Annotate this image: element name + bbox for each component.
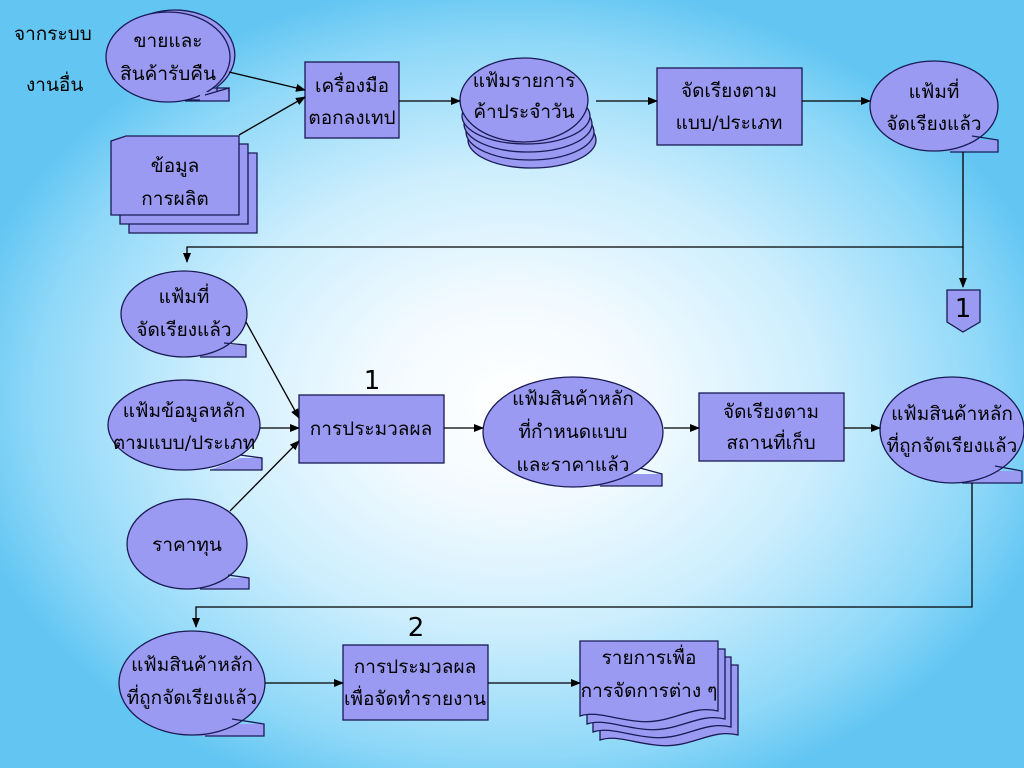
master-priced-tape: แฟ้มสินค้าหลัก ที่กำหนดแบบ และราคาแล้ว xyxy=(482,376,664,488)
sort-by-location-line2: สถานที่เก็บ xyxy=(726,429,815,454)
master-priced-line2: ที่กำหนดแบบ xyxy=(519,418,628,443)
master-sorted-tape-row2: แฟ้มสินค้าหลัก ที่ถูกจัดเรียงแล้ว xyxy=(879,376,1024,484)
master-priced-line3: และราคาแล้ว xyxy=(517,454,630,476)
sales-returns-line2: สินค้ารับคืน xyxy=(120,63,216,85)
daily-items-disk-stack: แฟ้มรายการ ค้าประจำวัน xyxy=(459,57,597,169)
sort-by-location-line1: จัดเรียงตาม xyxy=(723,401,819,423)
reports-documents: รายการเพื่อ การจัดการต่าง ๆ xyxy=(579,640,739,747)
sort-by-location-box: จัดเรียงตาม สถานที่เก็บ xyxy=(698,392,845,462)
production-data-documents: ข้อมูล การผลิต xyxy=(110,135,258,234)
master-sorted-r3-line2: ที่ถูกจัดเรียงแล้ว xyxy=(127,684,258,709)
arrow-sales-to-tape xyxy=(228,71,306,92)
master-by-type-line1: แฟ้มข้อมูลหลัก xyxy=(123,400,245,422)
arrow-cost-to-processing xyxy=(229,440,300,512)
offpage-connector: 1 xyxy=(946,289,981,333)
offpage-connector-label: 1 xyxy=(955,294,972,324)
sales-returns-tape: ขายและ สินค้ารับคืน xyxy=(105,9,236,103)
master-priced-line1: แฟ้มสินค้าหลัก xyxy=(512,388,634,410)
sorted-file-r1-line2: จัดเรียงแล้ว xyxy=(886,113,981,135)
tape-device-line1: เครื่องมือ xyxy=(315,72,389,97)
processing-line1: การประมวลผล xyxy=(310,418,432,440)
cost-price-line1: ราคาทุน xyxy=(152,534,222,557)
connector-row1-to-row2 xyxy=(183,152,964,263)
master-sorted-r2-line1: แฟ้มสินค้าหลัก xyxy=(891,403,1013,425)
sales-returns-line1: ขายและ xyxy=(134,30,203,52)
daily-items-line2: ค้าประจำวัน xyxy=(473,101,574,123)
arrow-production-to-tape xyxy=(238,96,306,136)
connector-row2-to-row3 xyxy=(192,483,973,628)
sorted-file-r2-line2: จัดเรียงแล้ว xyxy=(136,319,231,341)
sorted-file-r2-line1: แฟ้มที่ xyxy=(159,283,210,308)
step-number-2: 2 xyxy=(408,613,425,643)
daily-items-line1: แฟ้มรายการ xyxy=(473,70,576,92)
reports-line2: การจัดการต่าง ๆ xyxy=(581,680,718,702)
sort-by-type-box: จัดเรียงตาม แบบ/ประเภท xyxy=(656,67,803,146)
sorted-file-tape-row1: แฟ้มที่ จัดเรียงแล้ว xyxy=(869,60,999,153)
report-processing-line2: เพื่อจัดทำรายงาน xyxy=(344,685,486,710)
tape-device-box: เครื่องมือ ตอกลงเทป xyxy=(304,61,400,139)
report-processing-line1: การประมวลผล xyxy=(354,656,476,678)
reports-line1: รายการเพื่อ xyxy=(602,644,697,669)
master-by-type-tape: แฟ้มข้อมูลหลัก ตามแบบ/ประเภท xyxy=(107,379,263,471)
side-label-line2: งานอื่น xyxy=(26,71,83,96)
sorted-file-tape-row2: แฟ้มที่ จัดเรียงแล้ว xyxy=(120,270,248,358)
sorted-file-r1-line1: แฟ้มที่ xyxy=(909,78,960,103)
tape-device-line2: ตอกลงเทป xyxy=(308,107,395,129)
report-processing-box: การประมวลผล เพื่อจัดทำรายงาน xyxy=(342,644,489,721)
master-by-type-line2: ตามแบบ/ประเภท xyxy=(113,432,255,454)
processing-box: การประมวลผล xyxy=(298,394,445,464)
production-data-line2: การผลิต xyxy=(141,188,209,210)
sort-by-type-line2: แบบ/ประเภท xyxy=(676,112,783,134)
side-label-line1: จากระบบ xyxy=(14,23,92,45)
step-number-1: 1 xyxy=(364,366,381,396)
master-sorted-r2-line2: ที่ถูกจัดเรียงแล้ว xyxy=(887,432,1018,457)
master-sorted-r3-line1: แฟ้มสินค้าหลัก xyxy=(131,654,253,676)
sort-by-type-line1: จัดเรียงตาม xyxy=(681,80,777,102)
production-data-line1: ข้อมูล xyxy=(151,155,200,177)
master-sorted-tape-row3: แฟ้มสินค้าหลัก ที่ถูกจัดเรียงแล้ว xyxy=(118,630,266,737)
arrow-sorted-to-processing xyxy=(245,321,300,419)
cost-price-tape: ราคาทุน xyxy=(126,498,250,590)
